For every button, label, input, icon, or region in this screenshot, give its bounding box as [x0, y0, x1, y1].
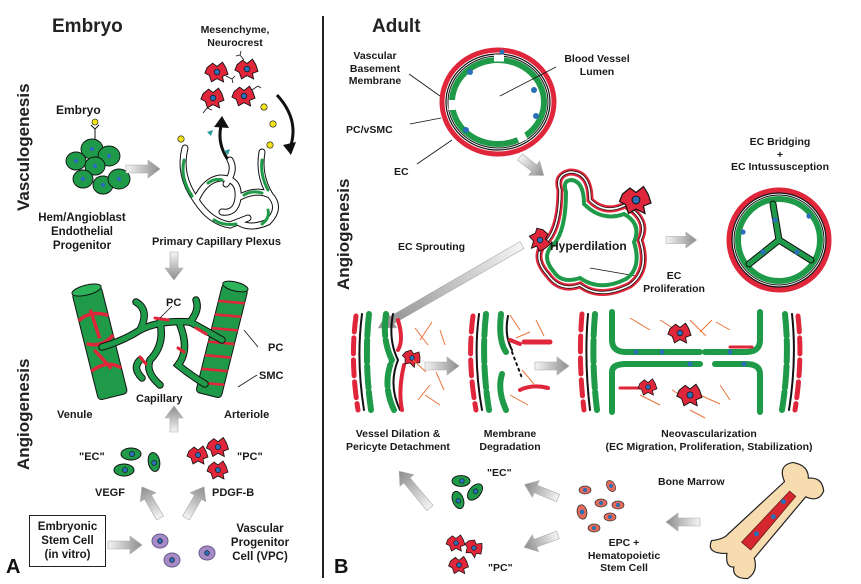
embryo-cluster-title: Embryo — [56, 103, 101, 117]
label-vegf: VEGF — [95, 487, 125, 499]
vessel-cross-section — [439, 47, 557, 157]
bone-marrow-icon — [709, 461, 825, 580]
arrow-stage2-to-stage3 — [534, 356, 570, 376]
hyperdilated-vessel — [535, 168, 647, 296]
leader-lines-a — [159, 305, 259, 388]
side-label-vasculogenesis: Vasculogenesis — [14, 83, 33, 211]
migrating-pericyte-2 — [676, 383, 703, 407]
panel-a-header: Embryo — [52, 16, 123, 37]
arrow-plexus-down — [164, 251, 184, 281]
leader-lines-b — [408, 66, 637, 277]
arrow-to-dilation — [398, 470, 434, 511]
esc-box: Embryonic Stem Cell (in vitro) — [29, 515, 106, 567]
panel-b-header: Adult — [372, 16, 421, 37]
arrow-stage1-to-stage2 — [424, 356, 460, 376]
label-pc-b: "PC" — [488, 562, 513, 574]
stage-membrane-degradation — [468, 311, 553, 413]
panel-letter-b: B — [334, 556, 349, 578]
teal-factors — [207, 130, 230, 155]
intussusception-label: EC Bridging + EC Intussusception — [730, 136, 829, 173]
stage-caption-dilation: Vessel Dilation & Pericyte Detachment — [346, 428, 450, 453]
label-venule: Venule — [57, 409, 93, 421]
arrow-to-intussusception — [665, 231, 697, 249]
stage-neovascularization — [577, 309, 803, 415]
side-label-angiogenesis-a: Angiogenesis — [14, 358, 33, 470]
basement-membrane-label: Vascular Basement Membrane — [348, 50, 402, 87]
stage-caption-neovascularization: Neovascularization (EC Migration, Prolif… — [605, 428, 813, 453]
arrow-to-hyperdilation — [517, 153, 545, 176]
label-pc-top: PC — [166, 297, 182, 309]
ec-cells-a — [113, 447, 162, 477]
arrow-vpc-to-ec — [139, 486, 164, 521]
bone-marrow-label: Bone Marrow — [658, 476, 725, 488]
ec-cells-b — [449, 475, 486, 511]
arrow-epc-to-pc — [523, 530, 560, 553]
plexus-caption: Primary Capillary Plexus — [152, 236, 282, 248]
label-smc: SMC — [259, 370, 284, 382]
curved-arrow-down — [275, 93, 295, 149]
ec-proliferation-label: EC Proliferation — [643, 270, 705, 295]
lumen-label: Blood Vessel Lumen — [564, 53, 630, 78]
label-pc-right: PC — [268, 342, 284, 354]
label-ec-b: "EC" — [487, 467, 512, 479]
mesenchyme-label: Mesenchyme, Neurocrest — [200, 24, 270, 49]
epc-label: EPC + Hematopoietic Stem Cell — [587, 537, 661, 574]
arrow-to-plexus — [125, 159, 161, 179]
label-ec-a: "EC" — [79, 451, 105, 463]
ligands — [177, 103, 277, 149]
stage-dilation — [350, 311, 424, 413]
arrow-vpc-to-pc — [182, 486, 207, 521]
capillary-network — [98, 296, 226, 389]
pc-vsmc-label: PC/vSMC — [346, 124, 393, 136]
primary-capillary-plexus — [179, 144, 279, 230]
pc-cells-b — [445, 534, 487, 574]
migrating-pericyte-1 — [667, 322, 692, 344]
side-label-angiogenesis-b: Angiogenesis — [334, 178, 353, 290]
vpc-label: Vascular Progenitor Cell (VPC) — [230, 523, 290, 563]
mesenchyme-cells — [200, 50, 262, 114]
pc-cells-a — [186, 437, 229, 480]
arrow-capillary-up — [164, 405, 184, 433]
hemangioblast-cluster — [65, 118, 131, 195]
stage-caption-degradation: Membrane Degradation — [479, 428, 541, 453]
ec-label: EC — [394, 166, 409, 178]
hyperdilation-label: Hyperdilation — [550, 239, 627, 253]
label-pc-a: "PC" — [237, 451, 263, 463]
label-arteriole: Arteriole — [224, 409, 270, 421]
arrow-esc-to-vpc — [107, 535, 143, 555]
arrow-epc-to-ec — [524, 480, 560, 503]
label-pdgf-b: PDGF-B — [212, 487, 255, 499]
hemangioblast-caption: Hem/Angioblast Endothelial Progenitor — [38, 212, 126, 252]
ec-sprouting-label: EC Sprouting — [398, 241, 466, 253]
detaching-pericyte — [618, 185, 652, 215]
intussusception-vessel — [726, 187, 832, 293]
epc-cells — [575, 478, 625, 533]
label-capillary: Capillary — [136, 393, 183, 405]
arrow-marrow-to-epc — [665, 512, 701, 532]
vpc-cells — [151, 533, 216, 568]
panel-letter-a: A — [6, 556, 21, 578]
